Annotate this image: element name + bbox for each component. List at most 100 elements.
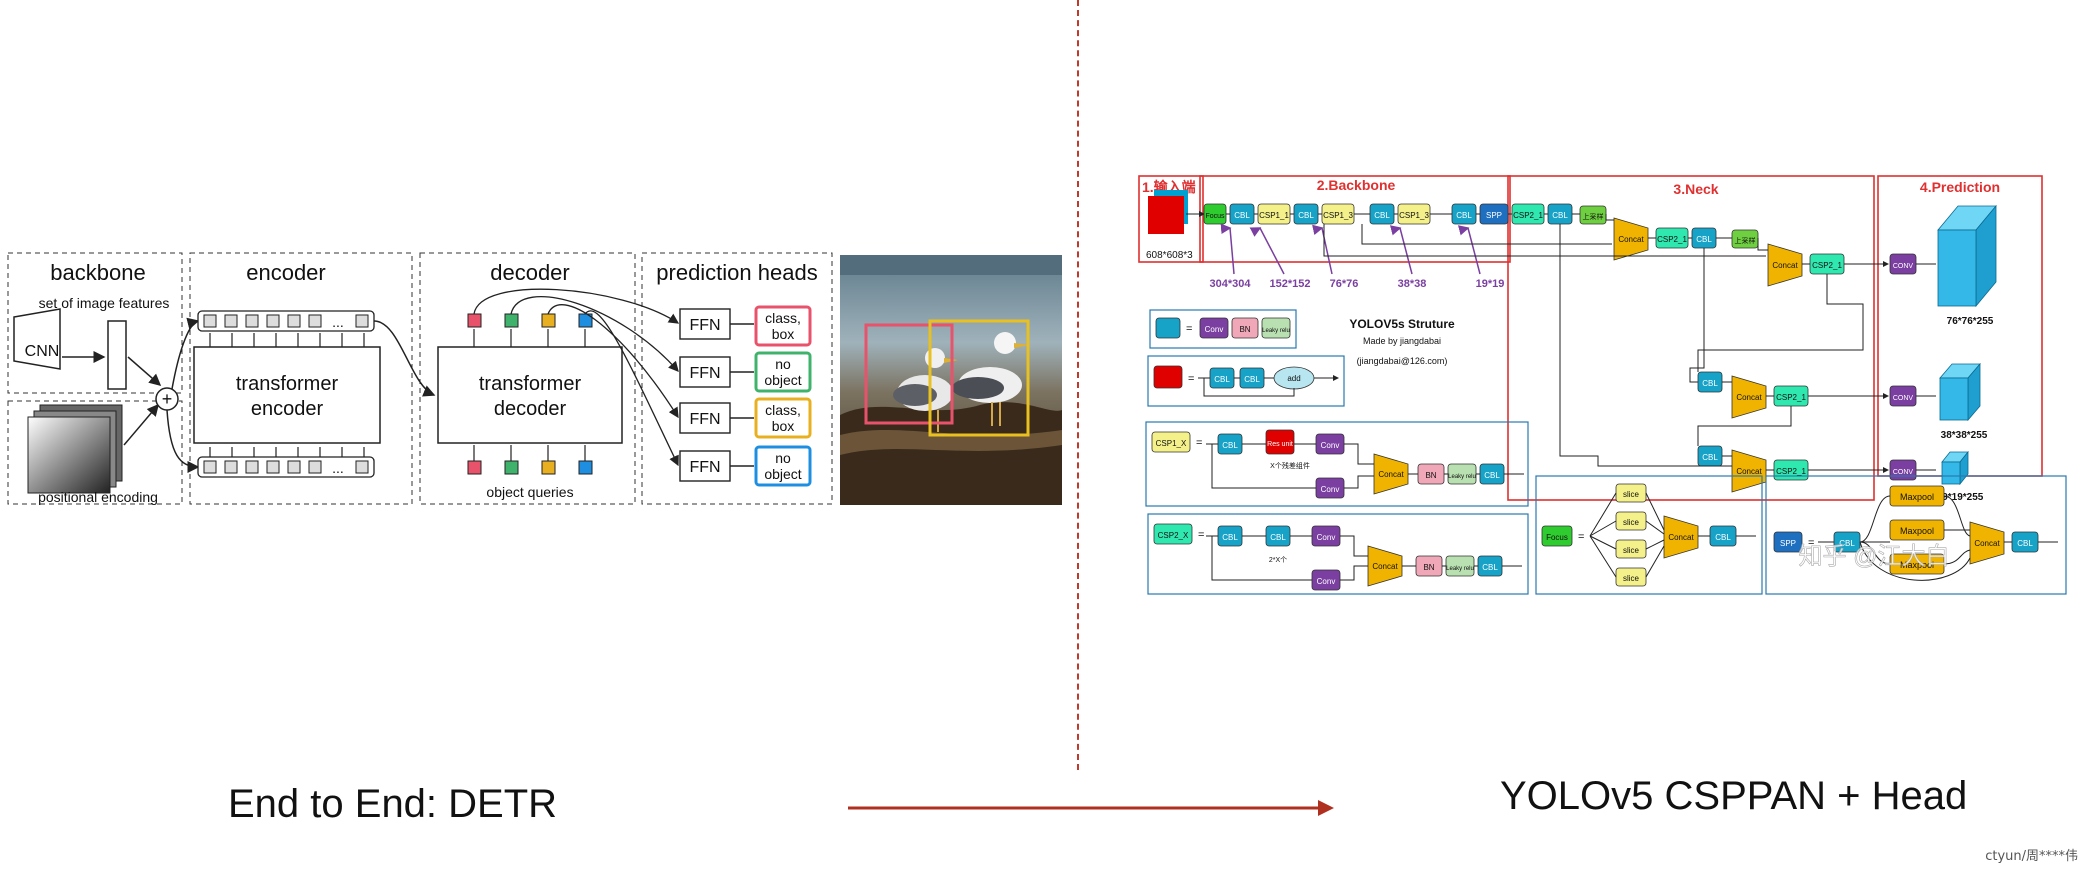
footer-credit: ctyun/周****伟: [1985, 849, 2078, 864]
svg-text:CSP2_X: CSP2_X: [1158, 531, 1189, 540]
neck-blocks: CSP2_1 CBL 上采样 Concat CSP2_1 CBL 上采样 Con…: [1511, 203, 1845, 287]
svg-text:Focus: Focus: [1205, 213, 1225, 220]
svg-text:slice: slice: [1623, 546, 1640, 555]
neck-csp-4: CSP2_1: [1776, 467, 1806, 476]
legend-csp2: CSP2_X = CBL CBL 2*X个 Conv Conv Concat B…: [1147, 513, 1529, 595]
ffn-boxes: FFN FFN FFN FFN: [679, 308, 731, 482]
svg-text:19*19*255: 19*19*255: [1937, 492, 1984, 503]
svg-text:CBL: CBL: [1484, 471, 1500, 480]
encoder-bottom-ellipsis: ...: [332, 460, 344, 476]
svg-text:CBL: CBL: [1222, 441, 1238, 450]
section-backbone: 2.Backbone: [1317, 177, 1396, 193]
svg-text:box: box: [772, 418, 795, 434]
svg-text:Concat: Concat: [1772, 261, 1798, 270]
svg-text:box: box: [772, 326, 795, 342]
svg-text:Concat: Concat: [1372, 562, 1398, 571]
svg-text:Maxpool: Maxpool: [1900, 560, 1934, 570]
ffn-label-2: FFN: [689, 365, 720, 382]
positional-encoding-label: positional encoding: [38, 489, 158, 505]
svg-text:CBL: CBL: [1234, 211, 1250, 220]
svg-text:152*152: 152*152: [1270, 278, 1311, 290]
decoder-output-queries: [467, 313, 593, 328]
svg-text:Leaky relu: Leaky relu: [1448, 474, 1476, 480]
object-query-squares: [467, 460, 593, 475]
svg-text:BN: BN: [1239, 325, 1250, 334]
svg-text:SPP: SPP: [1780, 539, 1796, 548]
svg-text:Conv: Conv: [1317, 577, 1336, 586]
svg-text:=: =: [1186, 323, 1192, 335]
svg-text:CBL: CBL: [1715, 533, 1731, 542]
svg-text:CSP1_3: CSP1_3: [1399, 211, 1429, 220]
svg-text:CBL: CBL: [1552, 211, 1568, 220]
zhihu-watermark: 知乎 @江大白: [1798, 543, 1949, 570]
encoder-line2: encoder: [251, 398, 324, 420]
svg-text:Concat: Concat: [1668, 533, 1694, 542]
svg-text:=: =: [1196, 437, 1202, 449]
svg-text:no: no: [775, 356, 791, 372]
svg-text:CBL: CBL: [1482, 563, 1498, 572]
image-features-label: set of image features: [39, 295, 170, 311]
svg-text:CBL: CBL: [1456, 211, 1472, 220]
svg-text:上采样: 上采样: [1583, 212, 1604, 221]
section-prediction: 4.Prediction: [1920, 179, 2000, 195]
legend-cbl: = Conv BN Leaky relu: [1149, 309, 1297, 349]
svg-text:SPP: SPP: [1486, 211, 1502, 220]
svg-text:19*19: 19*19: [1476, 278, 1505, 290]
svg-text:class,: class,: [765, 402, 801, 418]
yolov5-diagram: 1.输入端 2.Backbone 3.Neck 4.Prediction 608…: [1138, 175, 2067, 595]
feature-sizes: 304*304 152*152 76*76 38*38 19*19: [1210, 223, 1505, 290]
svg-text:BN: BN: [1425, 471, 1436, 480]
ffn-label-3: FFN: [689, 411, 720, 428]
svg-text:=: =: [1198, 529, 1204, 541]
svg-text:上采样: 上采样: [1735, 236, 1756, 245]
svg-text:Concat: Concat: [1974, 539, 2000, 548]
detr-diagram: backbone encoder decoder prediction head…: [7, 252, 1062, 505]
svg-text:=: =: [1188, 373, 1194, 385]
encoder-top-tokens: ...: [197, 310, 375, 332]
svg-text:Conv: Conv: [1321, 441, 1340, 450]
svg-text:Maxpool: Maxpool: [1900, 492, 1934, 502]
svg-text:38*38*255: 38*38*255: [1941, 430, 1988, 441]
svg-text:CBL: CBL: [1298, 211, 1314, 220]
svg-text:CSP2_1: CSP2_1: [1513, 211, 1543, 220]
svg-text:CBL: CBL: [1270, 533, 1286, 542]
svg-text:CONV: CONV: [1893, 395, 1914, 402]
svg-text:+: +: [162, 389, 173, 409]
svg-text:=: =: [1808, 537, 1814, 549]
decoder-heading: decoder: [490, 260, 570, 285]
seagull-photo: [840, 255, 1062, 505]
svg-text:add: add: [1287, 374, 1300, 383]
svg-text:38*38: 38*38: [1398, 278, 1427, 290]
svg-text:Concat: Concat: [1378, 470, 1404, 479]
yolo-title: YOLOV5s Struture: [1349, 317, 1455, 331]
caption-detr: End to End: DETR: [228, 782, 558, 826]
head-outputs: class, box no object class, box no objec…: [754, 305, 812, 487]
svg-text:304*304: 304*304: [1210, 278, 1252, 290]
svg-text:Maxpool: Maxpool: [1900, 526, 1934, 536]
legend-spp: SPP = CBL Maxpool Maxpool Maxpool Concat…: [1765, 475, 2067, 595]
svg-text:class,: class,: [765, 310, 801, 326]
yolo-made-by: Made by jiangdabai: [1363, 336, 1441, 346]
ffn-label-4: FFN: [689, 459, 720, 476]
svg-text:Leaky relu: Leaky relu: [1262, 328, 1290, 334]
svg-text:slice: slice: [1623, 490, 1640, 499]
neck-cbl-2: CBL: [1702, 379, 1718, 388]
object-queries-label: object queries: [486, 484, 573, 500]
section-neck: 3.Neck: [1673, 181, 1718, 197]
decoder-line2: decoder: [494, 398, 567, 420]
svg-text:=: =: [1578, 531, 1584, 543]
svg-text:CBL: CBL: [2017, 539, 2033, 548]
caption-yolov5: YOLOv5 CSPPAN + Head: [1500, 774, 1968, 818]
backbone-heading: backbone: [50, 260, 145, 285]
svg-text:CSP1_X: CSP1_X: [1156, 439, 1187, 448]
svg-text:object: object: [764, 372, 801, 388]
neck-cbl-3: CBL: [1702, 453, 1718, 462]
svg-text:CBL: CBL: [1696, 235, 1712, 244]
encoder-line1: transformer: [236, 373, 339, 395]
svg-text:76*76*255: 76*76*255: [1947, 316, 1994, 327]
decoder-line1: transformer: [479, 373, 582, 395]
legend-csp1: CSP1_X = CBL Res unit X个残差组件 Conv Conv C…: [1145, 421, 1529, 507]
transition-arrow: [848, 800, 1334, 816]
svg-text:CSP1_3: CSP1_3: [1323, 211, 1353, 220]
vertical-divider: [1077, 0, 1079, 770]
